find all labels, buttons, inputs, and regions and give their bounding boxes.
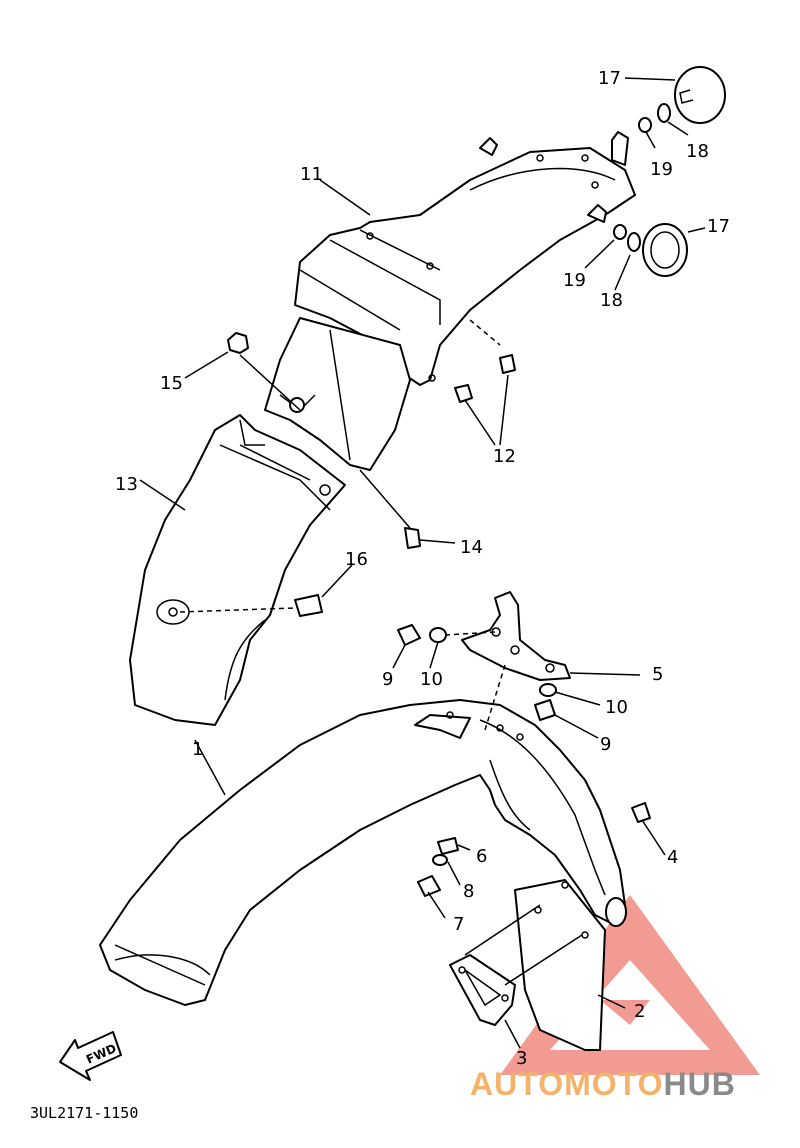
callout-5: 5 [652,664,663,685]
bracket-part-5 [461,591,571,681]
callout-4: 4 [667,847,678,868]
callout-6: 6 [476,846,487,867]
callout-16: 16 [345,549,368,570]
plate-part-2 [514,879,606,1051]
plate-part-3 [449,954,516,1026]
front-fender-part-1 [99,699,627,1006]
rear-fender-part-11 [264,137,636,471]
flap-part-13 [129,414,346,726]
callout-13: 13 [115,474,138,495]
callout-17-top: 17 [598,68,621,89]
callout-11: 11 [300,164,323,185]
catalog-code: 3UL2171-1150 [30,1104,138,1122]
callout-18-mid: 18 [600,290,623,311]
callout-2: 2 [634,1001,645,1022]
callout-12: 12 [493,446,516,467]
watermark-prefix: AUTOMOTO [470,1066,663,1102]
callout-3: 3 [516,1048,527,1069]
callout-10-left: 10 [420,669,443,690]
callout-15: 15 [160,373,183,394]
leader-lines [139,77,706,1049]
callout-19-mid: 19 [563,270,586,291]
callout-19-top: 19 [650,159,673,180]
callout-9-right: 9 [600,734,611,755]
callout-1: 1 [192,739,203,760]
callout-9-left: 9 [382,669,393,690]
callout-8: 8 [463,881,474,902]
callout-7: 7 [453,914,464,935]
hardware [227,66,726,897]
watermark-suffix: HUB [663,1066,735,1102]
forward-arrow-icon: FWD [59,1031,122,1081]
callout-10-right: 10 [605,697,628,718]
callout-labels: 17 19 18 17 19 18 11 15 12 13 14 16 9 10… [115,68,730,1069]
callout-17-mid: 17 [707,216,730,237]
callout-18-top: 18 [686,141,709,162]
callout-14: 14 [460,537,483,558]
watermark-text: AUTOMOTOHUB [470,1066,736,1102]
